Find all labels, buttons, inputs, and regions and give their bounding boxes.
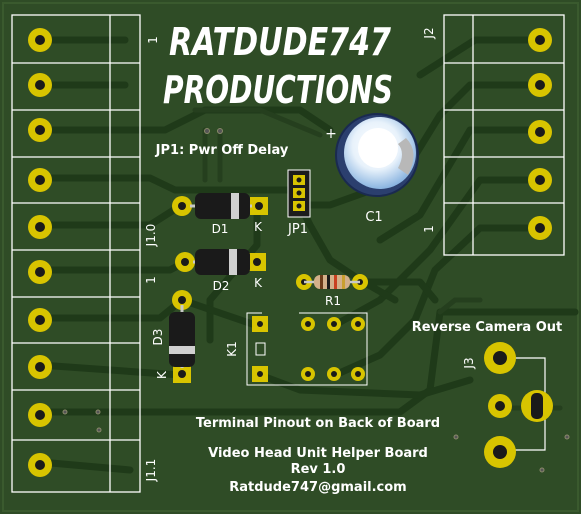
k1-label: K1 <box>225 341 239 357</box>
c1-plus-mark: + <box>325 126 337 142</box>
d1-cathode-mark: K <box>254 220 263 234</box>
r1-resistor <box>296 274 368 290</box>
reverse-camera-label: Reverse Camera Out <box>412 320 563 335</box>
board-revision: Rev 1.0 <box>291 462 346 477</box>
j1-pin1-mark-a: 1 <box>146 36 160 44</box>
j1-terminal-block: 1 J1.0 1 J1.1 <box>11 14 160 493</box>
vias <box>62 128 570 473</box>
d3-label: D3 <box>151 329 165 346</box>
r1-label: R1 <box>325 294 341 308</box>
d1-label: D1 <box>212 222 229 236</box>
d3-diode <box>169 290 195 383</box>
title-line-2: PRODUCTIONS <box>163 68 393 112</box>
jp1-description: JP1: Pwr Off Delay <box>155 143 289 158</box>
jp1-jumper <box>287 169 311 218</box>
pinout-note: Terminal Pinout on Back of Board <box>196 416 440 431</box>
title-line-1: RATDUDE747 <box>169 20 391 64</box>
board-name: Video Head Unit Helper Board <box>208 446 428 461</box>
d2-diode <box>175 249 266 275</box>
d2-cathode-mark: K <box>254 276 263 290</box>
c1-label: C1 <box>365 210 382 225</box>
j3-label: J3 <box>462 357 476 369</box>
d1-diode <box>172 193 268 219</box>
d3-cathode-mark: K <box>155 370 169 379</box>
j1-pin1-mark-b: 1 <box>144 276 158 284</box>
j2-pin1-mark: 1 <box>422 225 436 233</box>
j2-terminal-block: J2 1 <box>422 14 565 256</box>
c1-capacitor <box>335 113 419 197</box>
j2-label: J2 <box>422 27 436 39</box>
jp1-label: JP1 <box>287 222 308 237</box>
j1-1-label: J1.1 <box>144 459 158 483</box>
j1-0-label: J1.0 <box>144 224 158 248</box>
j3-rca-jack <box>484 342 553 468</box>
contact-email: Ratdude747@gmail.com <box>229 480 406 495</box>
d2-label: D2 <box>213 279 230 293</box>
k1-relay-footprint <box>246 312 368 386</box>
